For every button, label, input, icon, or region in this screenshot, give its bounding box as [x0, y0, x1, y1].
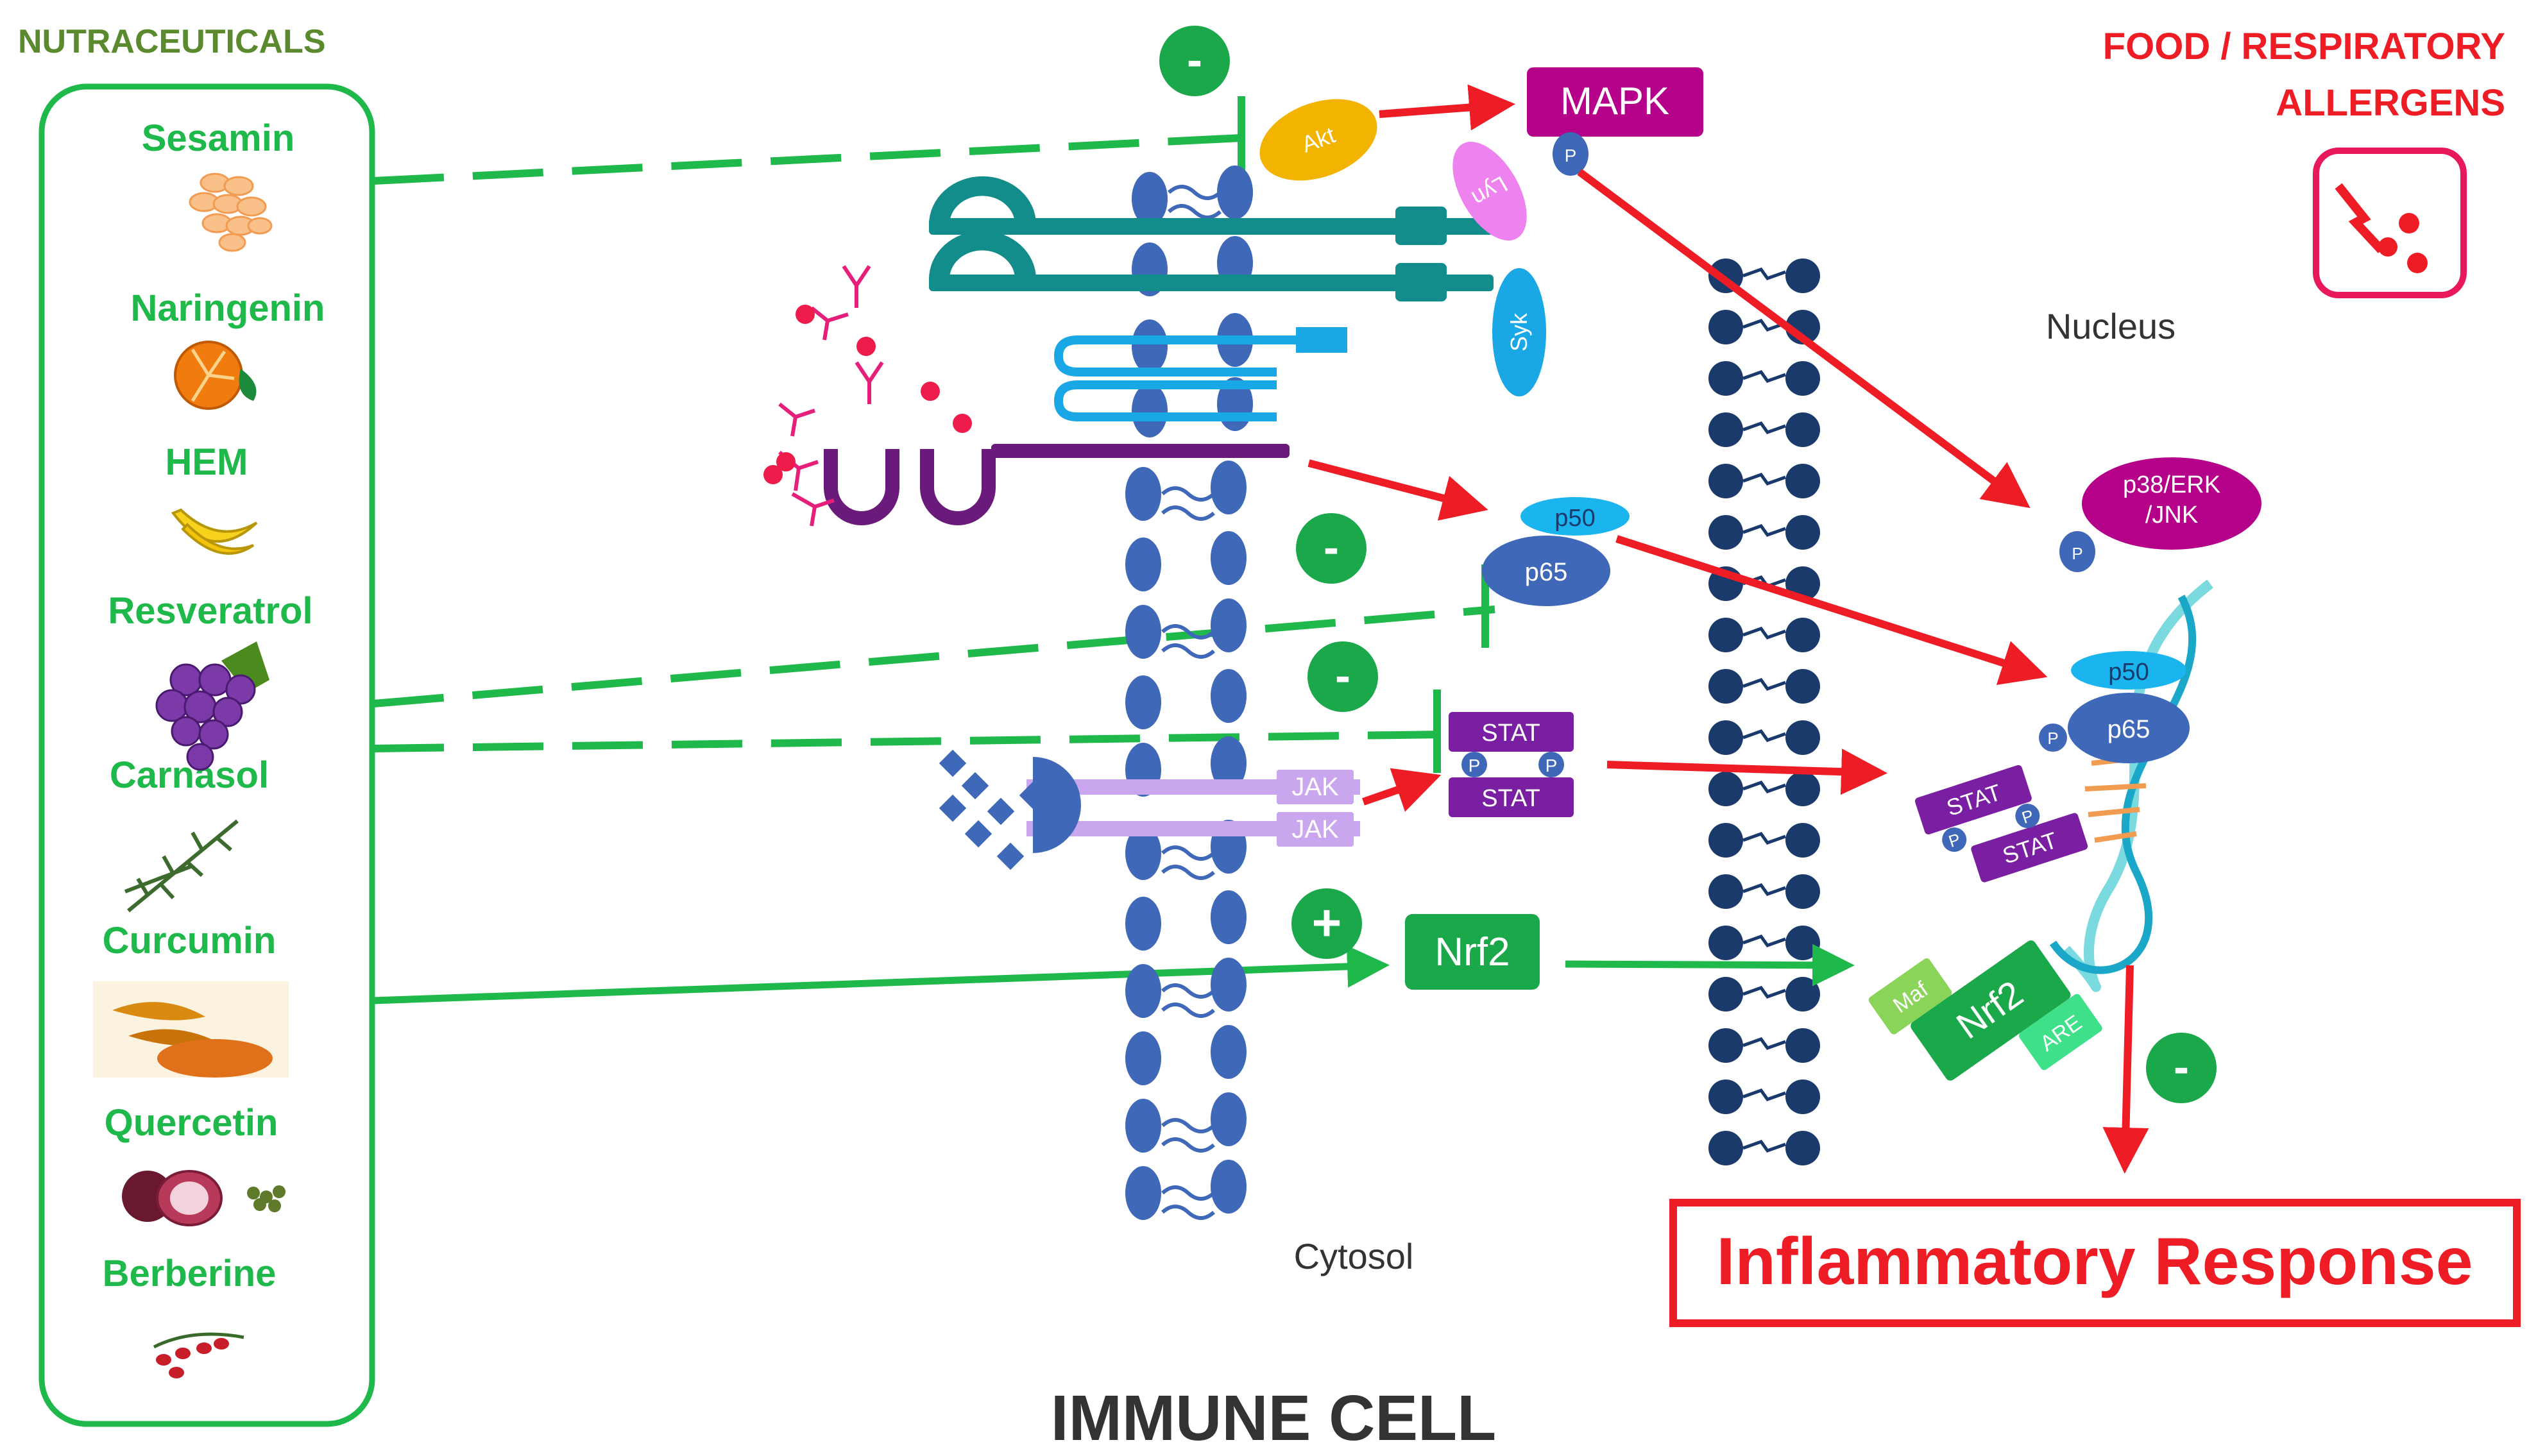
allergens-title-line1: FOOD / RESPIRATORY	[2103, 26, 2505, 67]
nfkb-nucleus: p50 p65 P	[2039, 651, 2190, 763]
teal-receptors	[929, 176, 1494, 301]
sesamin-inhibition-line	[373, 134, 1242, 185]
nucleus-label: Nucleus	[2046, 306, 2176, 346]
ige-receptor	[824, 444, 1290, 525]
nutraceutical-curcumin: Curcumin	[103, 920, 277, 961]
minus-marker-stat: -	[1307, 641, 1378, 712]
onion-icon	[122, 1170, 285, 1226]
p38-phospho-label: P	[2072, 544, 2082, 563]
nutraceutical-sesamin: Sesamin	[142, 117, 295, 159]
inflammatory-response-box: Inflammatory Response	[1669, 1199, 2521, 1327]
mapk-phospho-label: P	[1565, 146, 1577, 165]
immune-cell-title: IMMUNE CELL	[1051, 1382, 1496, 1454]
grapes-icon	[155, 641, 269, 771]
jnk-label: /JNK	[2145, 502, 2198, 529]
akt-node: Akt	[1259, 99, 1377, 181]
p65-cytosol-label: p65	[1525, 558, 1568, 586]
jak-box-2: JAK	[1277, 812, 1354, 847]
nuclear-membrane	[1708, 258, 1820, 1165]
jak-to-stat-arrow	[1362, 768, 1442, 812]
p38-label: p38/ERK	[2123, 471, 2220, 498]
nutraceuticals-title: NUTRACEUTICALS	[18, 23, 326, 60]
plus-marker-nrf2: +	[1291, 888, 1362, 959]
p50-nucleus-label: p50	[2108, 659, 2149, 686]
nutraceutical-hem: HEM	[166, 441, 248, 483]
jak-label-2: JAK	[1291, 815, 1339, 843]
syk-label: Syk	[1506, 312, 1532, 351]
blue-receptor	[1053, 327, 1347, 421]
banana-icon	[171, 508, 258, 555]
allergens-title-line2: ALLERGENS	[2276, 82, 2505, 124]
cytosol-label: Cytosol	[1294, 1236, 1414, 1276]
inflammatory-response-label: Inflammatory Response	[1717, 1224, 2473, 1299]
p38-erk-jnk-node: p38/ERK /JNK P	[2059, 457, 2261, 572]
nutraceutical-quercetin: Quercetin	[105, 1102, 278, 1144]
akt-to-mapk-arrow	[1379, 84, 1515, 131]
receptor-to-nfkb-arrow	[1307, 459, 1488, 521]
nrf2-translocation-arrow	[1565, 944, 1855, 986]
minus-marker-nfkb: -	[1296, 513, 1367, 584]
stat-translocation-arrow	[1606, 749, 1887, 795]
p65-nucleus-label: p65	[2108, 715, 2150, 743]
nfkb-cytosol: p50 p65	[1482, 497, 1630, 606]
stat-cytosol-label-1: STAT	[1481, 720, 1540, 747]
dna-to-inflammation-arrow	[2102, 965, 2149, 1174]
nrf2-cytosol-label: Nrf2	[1435, 930, 1510, 974]
svg-text:-: -	[2174, 1042, 2189, 1093]
orange-icon	[174, 341, 257, 410]
nrf2-complex-nucleus: Maf Nrf2 ARE	[1868, 940, 2102, 1081]
turmeric-icon	[93, 981, 289, 1078]
mapk-label: MAPK	[1560, 80, 1669, 123]
syk-node: Syk	[1492, 268, 1546, 396]
mapk-to-p38-arrow	[1577, 169, 2031, 509]
svg-text:-: -	[1324, 522, 1339, 573]
stat-nucleus: STAT STAT P P	[1914, 765, 2088, 883]
allergen-icon	[2313, 148, 2467, 298]
rosemary-icon	[124, 819, 239, 913]
minus-marker-akt: -	[1159, 26, 1230, 96]
berberis-icon	[153, 1332, 244, 1378]
stat-cytosol-label-2: STAT	[1481, 785, 1540, 812]
nutraceutical-berberine: Berberine	[103, 1253, 277, 1294]
antibody-allergen-cluster	[763, 265, 972, 527]
stat-cytosol: STAT STAT P P	[1449, 712, 1574, 817]
stat-phospho-label-1: P	[1469, 756, 1481, 775]
nutraceutical-resveratrol: Resveratrol	[108, 590, 312, 632]
sesame-seeds-icon	[189, 173, 273, 252]
mapk-node: MAPK P	[1527, 67, 1703, 176]
nfkb-phospho-label: P	[2047, 729, 2058, 748]
svg-text:+: +	[1312, 894, 1342, 951]
svg-text:-: -	[1335, 650, 1350, 702]
carnasol-stat-inhibition-line	[373, 731, 1444, 752]
resveratrol-nfkb-inhibition-line	[373, 605, 1495, 707]
dna-helix	[2050, 579, 2213, 992]
nutraceutical-naringenin: Naringenin	[131, 287, 325, 329]
plasma-membrane	[1125, 165, 1253, 1220]
jak-label-1: JAK	[1291, 773, 1339, 801]
p50-cytosol-label: p50	[1554, 505, 1595, 532]
nfkb-translocation-arrow	[1615, 535, 2048, 685]
stat-phospho-label-2: P	[1546, 756, 1558, 775]
nrf2-cytosol: Nrf2	[1405, 914, 1540, 990]
lyn-node: Lyn	[1452, 142, 1527, 241]
jak-box-1: JAK	[1277, 770, 1354, 804]
minus-marker-inflammation: -	[2146, 1033, 2217, 1103]
svg-text:-: -	[1187, 35, 1202, 86]
